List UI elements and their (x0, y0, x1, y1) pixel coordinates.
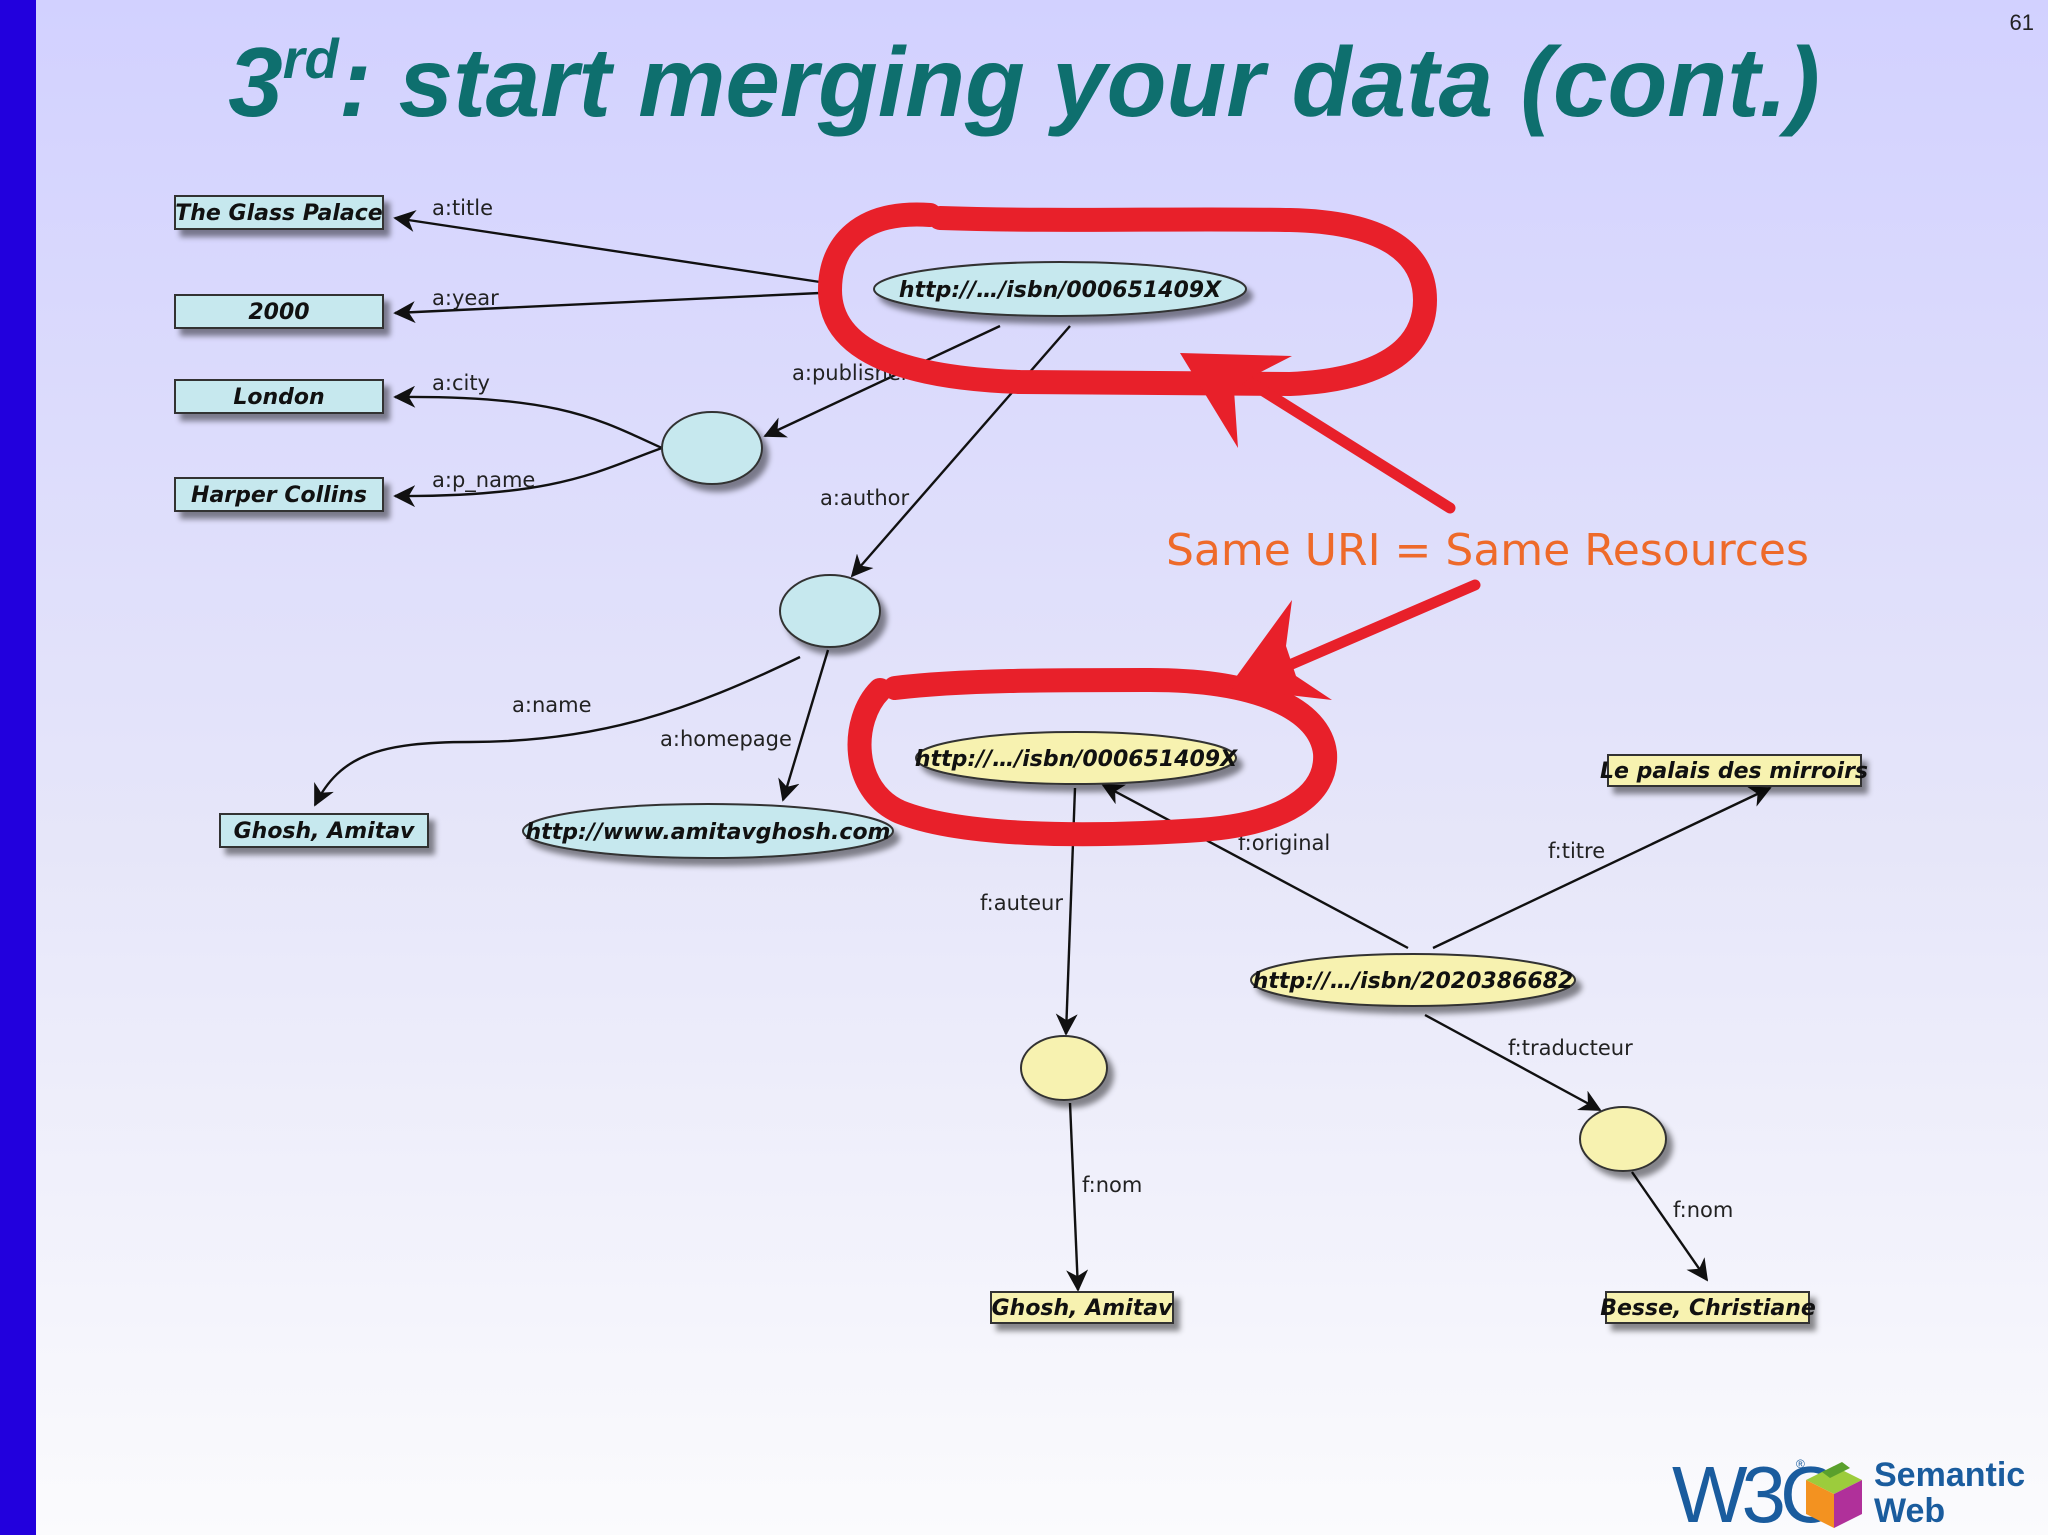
uri-homepage-text: http://www.amitavghosh.com (526, 820, 891, 845)
title-ordinal-suffix: rd (282, 27, 339, 90)
literal-year-text: 2000 (248, 300, 309, 325)
label-a-p-name: a:p_name (432, 468, 535, 493)
uri-book-f-text: http://…/isbn/000651409X (915, 747, 1238, 772)
edge-title (393, 210, 821, 284)
literal-city-text: London (233, 385, 324, 410)
literal-publisher-name: Harper Collins (174, 477, 384, 512)
blank-node-auteur (1020, 1035, 1108, 1101)
literal-title-text: The Glass Palace (175, 201, 383, 226)
edge-original (1101, 783, 1409, 950)
edge-titre (1432, 786, 1772, 950)
edge-publisher (763, 324, 1001, 438)
edge-homepage (778, 649, 830, 802)
literal-auteur-nom-text: Ghosh, Amitav (992, 1296, 1173, 1321)
uri-book-a-text: http://…/isbn/000651409X (899, 278, 1222, 303)
w3c-registered-mark: ® (1796, 1457, 1805, 1471)
highlight-ring-bottom (847, 668, 1338, 847)
uri-translation: http://…/isbn/2020386682 (1250, 953, 1576, 1007)
edge-city (393, 385, 663, 450)
logo-web-text: Web (1874, 1492, 1945, 1530)
slide-number: 61 (2009, 10, 2034, 35)
blank-node-publisher (661, 411, 763, 485)
literal-titre-text: Le palais des mirroirs (1600, 759, 1868, 784)
literal-author-name-a: Ghosh, Amitav (219, 813, 429, 848)
nodes-graph-f: http://…/isbn/000651409X Le palais des m… (915, 731, 1868, 1324)
edge-year (393, 291, 821, 324)
edge-nom-auteur (1066, 1102, 1089, 1292)
literal-auteur-nom: Ghosh, Amitav (990, 1291, 1174, 1324)
callout-text: Same URI = Same Resources (1166, 525, 1809, 576)
slide-sidebar (0, 0, 36, 1535)
edges-graph-a (313, 210, 1071, 807)
label-f-original: f:original (1238, 831, 1330, 855)
label-f-titre: f:titre (1548, 839, 1605, 863)
label-f-nom-traducteur: f:nom (1673, 1198, 1733, 1222)
edges-graph-f (1055, 783, 1772, 1292)
highlight-ring-top (818, 202, 1437, 396)
callout-arrow-up-shaft (1224, 364, 1456, 514)
edge-traducteur (1424, 1013, 1602, 1112)
semantic-web-cube-icon (1806, 1462, 1862, 1528)
callout-arrow-down-shaft (1272, 579, 1481, 676)
logo-semantic-text: Semantic (1874, 1456, 2025, 1494)
w3c-semantic-web-logo: W3C ® Semantic Web (1672, 1450, 2025, 1530)
label-f-nom-auteur: f:nom (1082, 1173, 1142, 1197)
literal-year: 2000 (174, 294, 384, 329)
label-f-traducteur: f:traducteur (1508, 1036, 1633, 1060)
literal-the-glass-palace: The Glass Palace (174, 195, 384, 230)
edge-nom-traducteur (1631, 1171, 1709, 1282)
label-f-auteur: f:auteur (980, 891, 1063, 915)
title-ordinal: 3 (228, 27, 283, 137)
title-text: : start merging your data (cont.) (338, 27, 1820, 137)
label-a-name: a:name (512, 693, 592, 717)
label-a-homepage: a:homepage (660, 727, 792, 751)
literal-city: London (174, 379, 384, 414)
blank-node-traducteur (1579, 1106, 1667, 1172)
edge-name (313, 655, 801, 807)
callout-arrow-down-head (1228, 600, 1332, 700)
literal-author-name-a-text: Ghosh, Amitav (234, 819, 415, 844)
label-a-year: a:year (432, 286, 499, 310)
label-a-author: a:author (820, 486, 910, 510)
literal-traducteur-nom: Besse, Christiane (1600, 1291, 1816, 1324)
highlight-annotations (818, 202, 1481, 847)
blank-node-author-a (779, 574, 881, 648)
literal-publisher-text: Harper Collins (191, 483, 367, 508)
uri-translation-text: http://…/isbn/2020386682 (1253, 969, 1574, 994)
uri-book-f: http://…/isbn/000651409X (915, 731, 1238, 785)
nodes-graph-a: The Glass Palace 2000 London Harper Coll… (174, 195, 1247, 859)
literal-titre: Le palais des mirroirs (1600, 754, 1868, 787)
edge-author (850, 325, 1071, 578)
label-a-title: a:title (432, 196, 493, 220)
label-a-city: a:city (432, 371, 490, 395)
literal-traducteur-nom-text: Besse, Christiane (1600, 1296, 1816, 1321)
slide-title: 3rd: start merging your data (cont.) (0, 22, 2048, 142)
edge-labels: a:title a:year a:publisher a:city a:p_na… (432, 196, 1733, 1222)
uri-homepage: http://www.amitavghosh.com (522, 803, 894, 859)
uri-book-a: http://…/isbn/000651409X (873, 261, 1247, 317)
callout-arrow-up-head (1180, 353, 1292, 448)
edge-p-name (393, 446, 663, 508)
